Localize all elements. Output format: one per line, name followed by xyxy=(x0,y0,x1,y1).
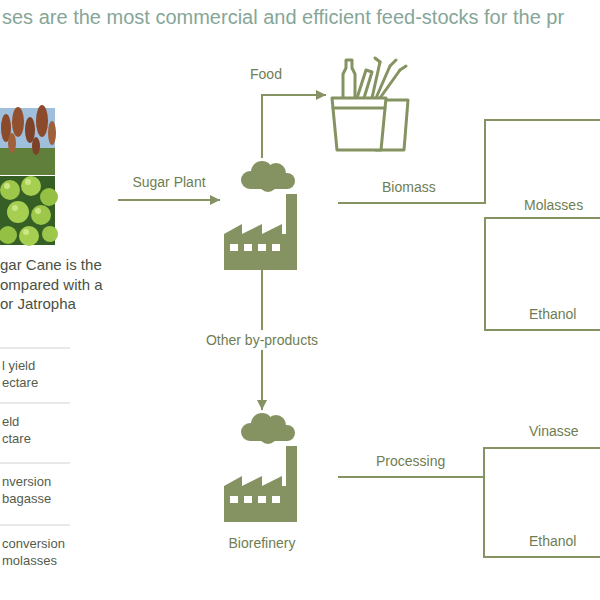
jatropha-photo-part xyxy=(12,205,18,211)
list-separators-part xyxy=(0,525,70,526)
connector-label: Other by-products xyxy=(202,330,322,350)
jatropha-photo-part xyxy=(4,183,10,189)
sugar-plant-factory-part xyxy=(224,161,297,270)
list-separators-part xyxy=(0,463,70,464)
list-separators-part xyxy=(0,403,70,404)
jatropha-photo-part xyxy=(21,176,41,196)
connector xyxy=(262,90,326,158)
jatropha-photo-part xyxy=(31,205,51,225)
grocery-bag-part xyxy=(400,66,406,70)
sorghum-photo-part xyxy=(36,105,48,137)
jatropha-photo-part xyxy=(7,201,29,223)
output-label: Molasses xyxy=(524,196,583,214)
output-label: Ethanol xyxy=(529,532,576,550)
output-brackets xyxy=(338,120,600,557)
sorghum-photo-part xyxy=(12,107,24,137)
process-label: Processing xyxy=(376,452,445,470)
grocery-bag-part xyxy=(357,70,372,98)
output-label: Biomass xyxy=(382,178,436,196)
output-brackets-part xyxy=(338,476,484,478)
output-brackets-part xyxy=(338,120,600,203)
node-text: Biorefinery xyxy=(220,534,304,552)
list-separators xyxy=(0,348,70,525)
sugar-plant-node xyxy=(220,158,304,270)
connector-line xyxy=(118,199,220,201)
connector-line xyxy=(262,95,326,158)
sorghum-photo-part xyxy=(8,133,16,153)
jatropha-photo-part xyxy=(0,180,20,200)
feature-cell: l yield ectare xyxy=(2,358,64,392)
biorefinery-node: Biorefinery xyxy=(220,410,304,552)
connector-label: Sugar Plant xyxy=(128,172,209,192)
connector xyxy=(118,195,220,205)
arrowhead xyxy=(316,90,326,100)
output-label: Ethanol xyxy=(529,305,576,323)
jatropha-photo-part xyxy=(19,226,39,246)
output-brackets-part xyxy=(484,448,600,557)
jatropha-photo-part xyxy=(40,188,58,206)
sorghum-photo-part xyxy=(32,137,40,155)
jatropha-photo xyxy=(0,176,58,246)
sorghum-photo xyxy=(0,105,56,175)
jatropha-photo-part xyxy=(23,229,29,235)
feature-cell: conversion molasses xyxy=(2,536,80,570)
grocery-bag-part xyxy=(375,58,380,62)
node-text: gar Cane is the ompared with a or Jatrop… xyxy=(0,255,118,314)
grocery-bag-part xyxy=(332,98,386,150)
jatropha-photo-part xyxy=(35,208,41,214)
feature-cell: nversion bagasse xyxy=(2,474,70,508)
feature-cell: eld ctare xyxy=(2,414,42,448)
title: ses are the most commercial and efficien… xyxy=(2,4,564,30)
food-node xyxy=(326,56,412,152)
sorghum-photo-part xyxy=(0,148,55,175)
grocery-bag-part xyxy=(343,60,355,98)
jatropha-photo-part xyxy=(0,226,17,244)
list-separators-part xyxy=(0,348,70,349)
grocery-bag xyxy=(332,58,408,150)
grocery-bag-part xyxy=(333,107,385,110)
sorghum-photo-part xyxy=(48,121,56,145)
arrowhead xyxy=(210,195,220,205)
biorefinery-factory xyxy=(224,413,297,522)
jatropha-photo-part xyxy=(25,179,31,185)
output-brackets-part xyxy=(485,218,600,330)
grocery-bag-part xyxy=(380,70,400,98)
crop-info-block: gar Cane is the ompared with a or Jatrop… xyxy=(0,105,118,314)
grocery-bag-part xyxy=(390,60,396,66)
biorefinery-factory-part xyxy=(224,413,297,522)
output-label: Vinasse xyxy=(529,422,579,440)
jatropha-photo-part xyxy=(42,226,58,242)
connector-label: Food xyxy=(246,64,286,84)
arrowhead xyxy=(257,400,267,410)
sugar-plant-factory xyxy=(224,161,297,270)
